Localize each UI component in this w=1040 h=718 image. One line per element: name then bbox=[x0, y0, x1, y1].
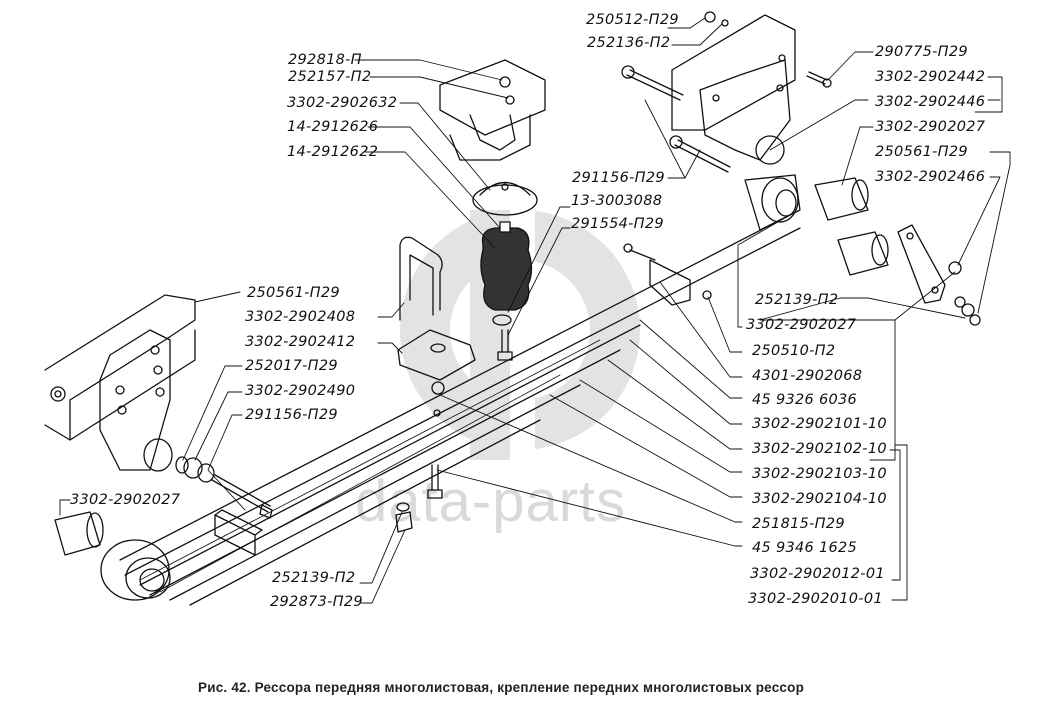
center-bolt bbox=[395, 381, 445, 533]
leader-lines bbox=[59, 17, 1011, 604]
front-bolt-assembly bbox=[175, 456, 273, 519]
shackle-nuts bbox=[948, 261, 981, 326]
part-label: 250510-П2 bbox=[752, 343, 836, 359]
rear-bracket bbox=[671, 14, 796, 165]
part-label: 291156-П29 bbox=[245, 407, 338, 423]
part-label: 3302-2902027 bbox=[70, 492, 181, 508]
part-label: 252139-П2 bbox=[755, 292, 839, 308]
part-label: 3302-2902027 bbox=[746, 317, 857, 333]
figure-caption: Рис. 42. Рессора передняя многолистовая,… bbox=[198, 680, 805, 695]
bump-stop-rubber bbox=[480, 221, 533, 326]
part-label: 3302-2902027 bbox=[875, 119, 986, 135]
part-label: 45 9326 6036 bbox=[752, 392, 858, 408]
part-label: 291554-П29 bbox=[571, 216, 664, 232]
part-label: 3302-2902408 bbox=[245, 309, 356, 325]
spring-eye-front bbox=[100, 539, 171, 601]
bump-stop-bolt bbox=[497, 329, 513, 361]
leaf-spring-pack bbox=[119, 214, 801, 606]
rear-bushing-lower bbox=[837, 231, 889, 276]
part-label: 292818-П bbox=[288, 52, 362, 68]
u-bolt bbox=[399, 236, 443, 321]
bump-stop-bracket bbox=[439, 59, 546, 161]
part-label: 13-3003088 bbox=[571, 193, 663, 209]
part-label: 3302-2902446 bbox=[875, 94, 986, 110]
part-label: 250561-П29 bbox=[875, 144, 968, 160]
part-label: 290775-П29 bbox=[875, 44, 968, 60]
part-label: 291156-П29 bbox=[572, 170, 665, 186]
part-label: 3302-2902632 bbox=[287, 95, 398, 111]
part-label: 14-2912622 bbox=[287, 144, 379, 160]
bump-stop-cup bbox=[472, 181, 538, 216]
part-label: 45 9346 1625 bbox=[752, 540, 858, 556]
rear-bushing-upper bbox=[814, 177, 869, 221]
rear-spring-clip bbox=[623, 243, 712, 306]
spring-eye-rear bbox=[744, 174, 801, 231]
part-label: 4301-2902068 bbox=[752, 368, 863, 384]
part-label: 250512-П29 bbox=[586, 12, 679, 28]
part-label: 252017-П29 bbox=[245, 358, 338, 374]
part-label: 3302-2902104-10 bbox=[752, 491, 887, 507]
part-label: 3302-2902442 bbox=[875, 69, 986, 85]
part-label: 250561-П29 bbox=[247, 285, 340, 301]
part-label: 3302-2902101-10 bbox=[752, 416, 887, 432]
front-bushing bbox=[54, 511, 104, 556]
rear-bolts bbox=[621, 11, 832, 173]
shackle-plate bbox=[897, 224, 946, 304]
part-label: 3302-2902412 bbox=[245, 334, 356, 350]
part-label: 3302-2902466 bbox=[875, 169, 986, 185]
part-label: 3302-2902103-10 bbox=[752, 466, 887, 482]
part-label: 3302-2902102-10 bbox=[752, 441, 887, 457]
part-label: 14-2912626 bbox=[287, 119, 379, 135]
part-label: 251815-П29 bbox=[752, 516, 845, 532]
spring-clamp bbox=[214, 509, 263, 556]
spring-pad bbox=[397, 329, 476, 381]
part-label: 3302-2902490 bbox=[245, 383, 356, 399]
part-label: 252136-П2 bbox=[587, 35, 671, 51]
part-label: 252157-П2 bbox=[288, 69, 372, 85]
front-bracket bbox=[44, 294, 196, 472]
part-label: 252139-П2 bbox=[272, 570, 356, 586]
part-label: 3302-2902010-01 bbox=[748, 591, 883, 607]
part-label: 292873-П29 bbox=[270, 594, 363, 610]
part-label: 3302-2902012-01 bbox=[750, 566, 885, 582]
